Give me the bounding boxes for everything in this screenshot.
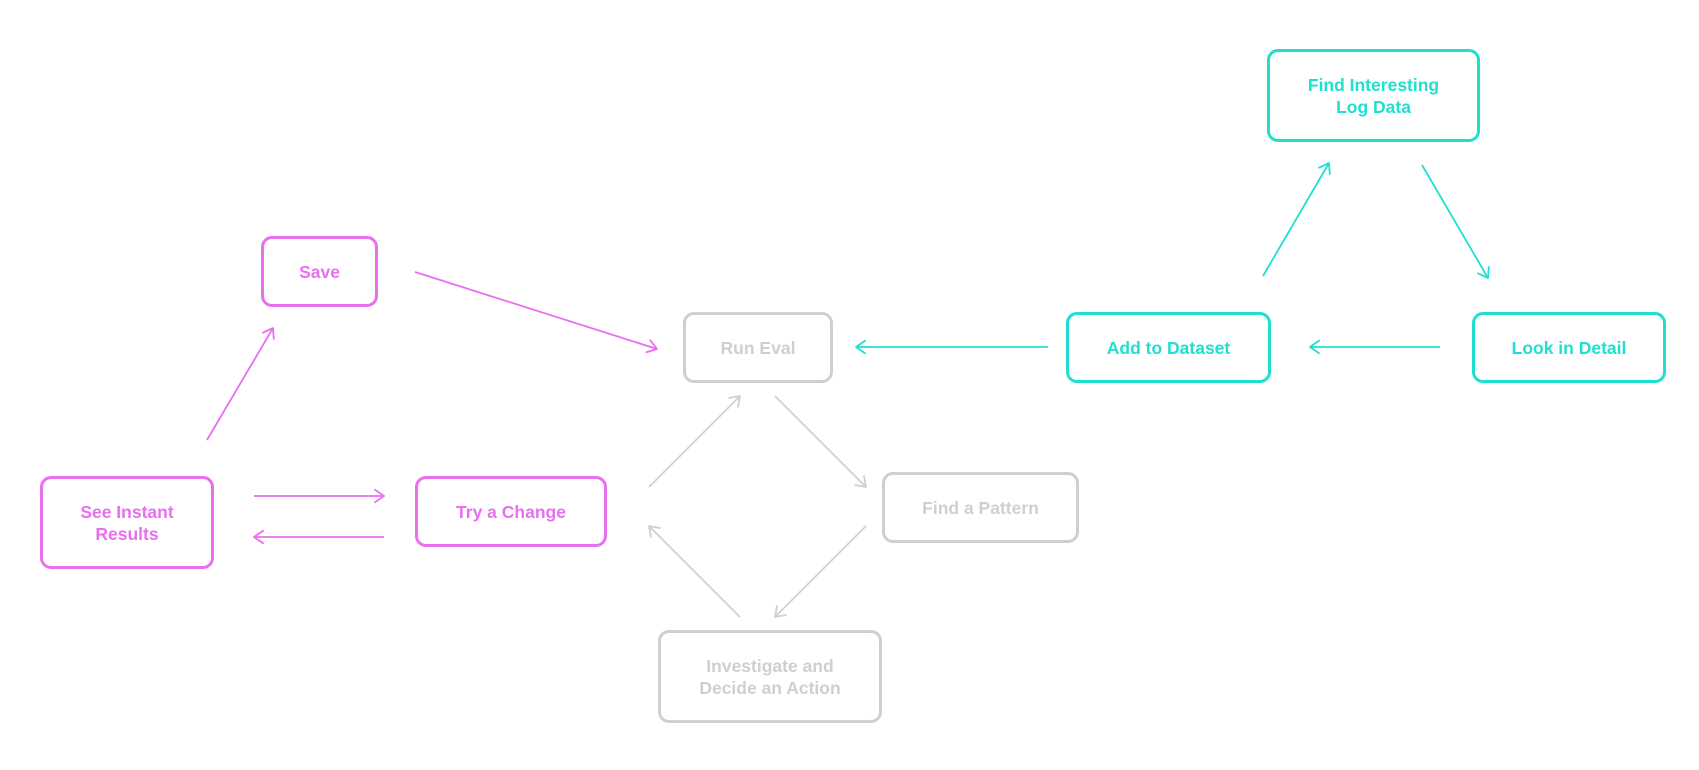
node-try-a-change-label: Try a Change <box>456 501 566 522</box>
node-add-to-dataset-label: Add to Dataset <box>1106 337 1231 358</box>
arrow-try-a-change-to-see-instant-results <box>253 529 384 545</box>
arrow-run-eval-to-find-a-pattern <box>774 395 867 488</box>
arrow-add-to-dataset-to-find-interesting-log-data <box>1262 162 1331 277</box>
node-find-interesting-log-data-label: Find Interesting Log Data <box>1307 74 1440 117</box>
arrow-head <box>774 605 787 618</box>
arrow-add-to-dataset-to-run-eval <box>855 339 1048 355</box>
node-see-instant-results-label: See Instant Results <box>80 501 174 544</box>
node-save-label: Save <box>299 261 340 282</box>
arrow-find-interesting-log-data-to-look-in-detail <box>1421 164 1490 279</box>
arrow-head <box>855 339 866 355</box>
node-run-eval-label: Run Eval <box>720 337 796 358</box>
arrow-shaft <box>774 525 867 618</box>
arrow-shaft <box>1262 162 1330 277</box>
node-add-to-dataset: Add to Dataset <box>1066 312 1271 383</box>
arrow-head <box>854 475 867 488</box>
node-try-a-change: Try a Change <box>415 476 607 547</box>
arrow-try-a-change-to-run-eval <box>648 395 741 488</box>
arrow-see-instant-results-to-try-a-change <box>254 488 385 504</box>
arrow-look-in-detail-to-add-to-dataset <box>1309 339 1440 355</box>
arrow-shaft <box>648 395 741 488</box>
node-find-interesting-log-data: Find Interesting Log Data <box>1267 49 1480 142</box>
arrow-head <box>1477 266 1490 279</box>
node-investigate: Investigate and Decide an Action <box>658 630 882 723</box>
arrow-see-instant-results-to-save <box>206 327 275 441</box>
arrow-head <box>645 339 658 354</box>
node-see-instant-results: See Instant Results <box>40 476 214 569</box>
arrow-head <box>374 488 385 504</box>
node-investigate-label: Investigate and Decide an Action <box>699 655 841 698</box>
arrow-head <box>1318 162 1331 175</box>
arrow-investigate-to-try-a-change <box>648 525 741 618</box>
arrow-head <box>1309 339 1320 355</box>
node-find-a-pattern: Find a Pattern <box>882 472 1079 543</box>
arrow-shaft <box>648 525 741 618</box>
node-run-eval: Run Eval <box>683 312 833 383</box>
arrow-save-to-run-eval <box>414 271 658 354</box>
arrow-shaft <box>1421 164 1489 279</box>
arrow-head <box>728 395 741 408</box>
node-look-in-detail: Look in Detail <box>1472 312 1666 383</box>
arrow-head <box>648 525 661 538</box>
arrow-shaft <box>774 395 867 488</box>
arrow-shaft <box>206 327 274 441</box>
node-look-in-detail-label: Look in Detail <box>1511 337 1627 358</box>
node-save: Save <box>261 236 378 307</box>
node-find-a-pattern-label: Find a Pattern <box>922 497 1039 518</box>
arrow-find-a-pattern-to-investigate <box>774 525 867 618</box>
arrow-head <box>262 327 275 340</box>
arrow-shaft <box>414 271 658 350</box>
arrow-head <box>253 529 264 545</box>
